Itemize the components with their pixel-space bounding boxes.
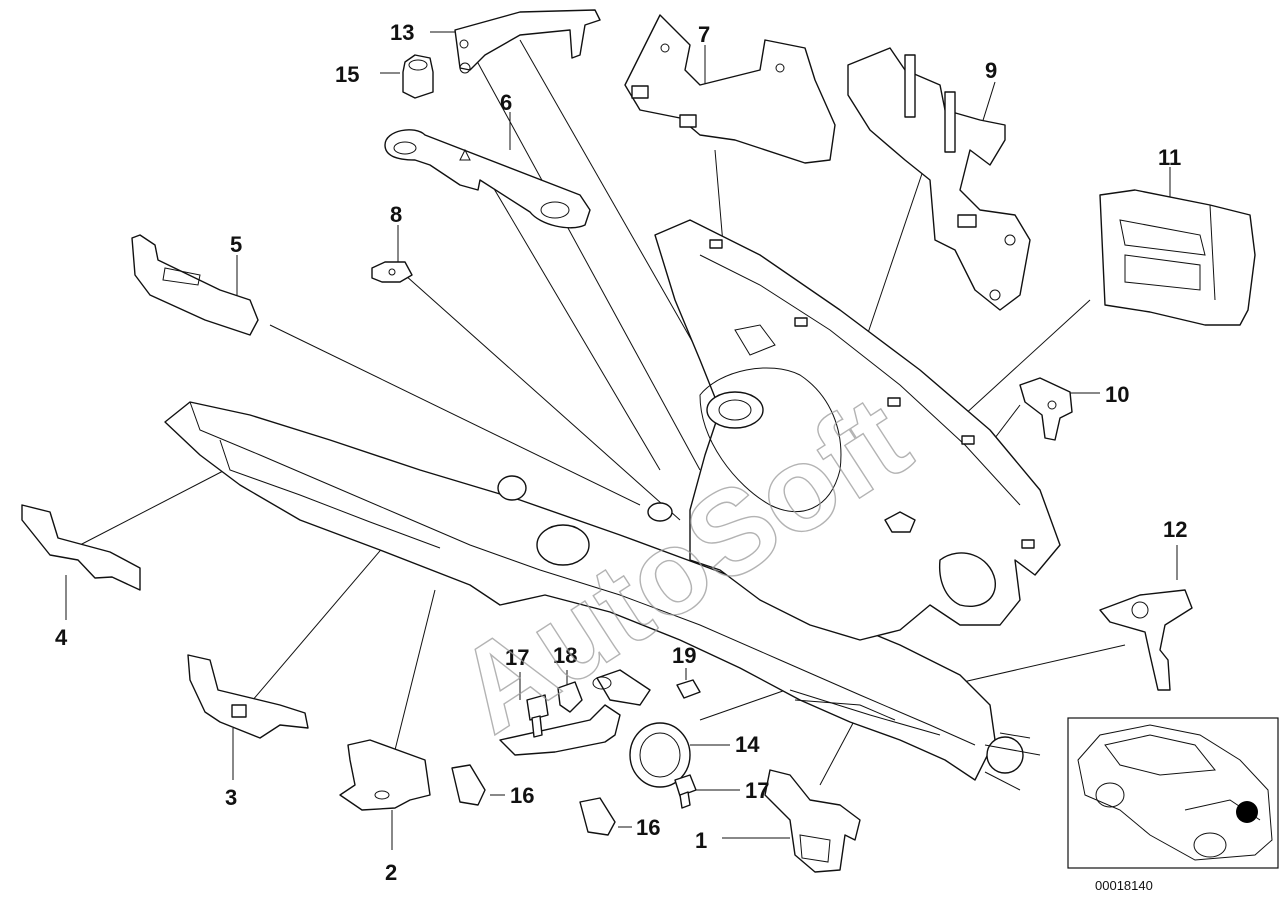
- callout-9: 9: [985, 58, 997, 83]
- callout-19: 19: [672, 643, 696, 668]
- part-14-ring-bracket: [499, 669, 691, 788]
- callout-4: 4: [55, 625, 68, 650]
- front-frame-rail: [164, 401, 1041, 791]
- callout-17-upper: 17: [505, 645, 529, 670]
- callout-18: 18: [553, 643, 577, 668]
- reference-number: 00018140: [1095, 878, 1153, 893]
- part-11-box-reinforcement: [1099, 189, 1256, 326]
- callout-17-lower: 17: [745, 778, 769, 803]
- part-16-nut-upper: [451, 764, 486, 806]
- callout-8: 8: [390, 202, 402, 227]
- leader-lines: [65, 29, 1178, 850]
- callout-5: 5: [230, 232, 242, 257]
- part-6-strut-brace: [384, 129, 591, 229]
- callout-15: 15: [335, 62, 359, 87]
- part-10-clip: [1019, 377, 1073, 441]
- part-17-bolt-lower: [674, 774, 697, 797]
- part-9-reinforcement: [847, 47, 1031, 311]
- callout-16-lower: 16: [636, 815, 660, 840]
- part-17-bolt-upper: [526, 694, 549, 721]
- part-4-bracket: [21, 504, 141, 591]
- part-16-nut-lower: [579, 797, 616, 836]
- fasteners: [451, 679, 701, 836]
- part-18-clip: [557, 681, 583, 713]
- callout-1: 1: [695, 828, 707, 853]
- callout-labels: 13 15 6 7 9 11 8 5 10 12 4 3 2 1 14 17 1…: [55, 20, 1187, 885]
- callout-16-upper: 16: [510, 783, 534, 808]
- wheel-arch-strut-tower: [654, 219, 1061, 641]
- part-1-bracket: [764, 769, 861, 873]
- callout-12: 12: [1163, 517, 1187, 542]
- callout-2: 2: [385, 860, 397, 885]
- callout-11: 11: [1158, 145, 1181, 170]
- callout-6: 6: [500, 90, 512, 115]
- callout-10: 10: [1105, 382, 1129, 407]
- inset-car-view: [1067, 717, 1279, 869]
- part-13-bracket: [454, 9, 601, 74]
- location-marker: [1236, 801, 1258, 823]
- callout-3: 3: [225, 785, 237, 810]
- callout-7: 7: [698, 22, 710, 47]
- part-7-plate: [624, 14, 836, 164]
- part-8-clip: [371, 261, 413, 283]
- callout-14: 14: [735, 732, 760, 757]
- part-5-plate: [131, 234, 259, 336]
- part-12-bracket: [1099, 589, 1193, 691]
- part-3-bracket: [187, 654, 309, 739]
- part-2-plate: [339, 739, 431, 811]
- part-15-nut: [402, 54, 434, 99]
- callout-13: 13: [390, 20, 414, 45]
- part-19-screw: [676, 679, 701, 699]
